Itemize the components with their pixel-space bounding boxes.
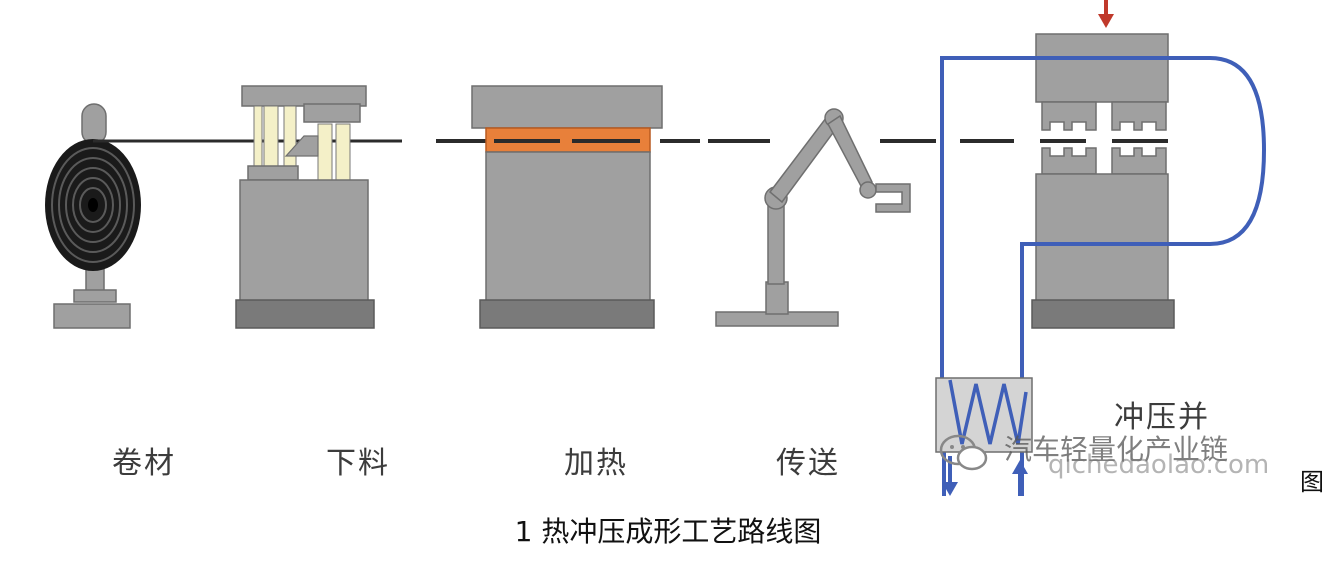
figure-caption: 1 热冲压成形工艺路线图 bbox=[514, 515, 822, 548]
stamping-press bbox=[1031, 33, 1175, 329]
watermark-name: 汽车轻量化产业链 bbox=[1004, 433, 1229, 466]
wechat-icon bbox=[939, 434, 988, 471]
heating-furnace bbox=[471, 85, 663, 329]
cooling-water-pipe bbox=[940, 56, 1267, 496]
label-blanking: 下料 bbox=[326, 446, 390, 481]
label-coil: 卷材 bbox=[112, 446, 176, 481]
label-stamping: 冲压并 bbox=[1114, 400, 1210, 435]
caption-prefix: 图 bbox=[1300, 468, 1324, 496]
watermark-site: qichedaolao.com bbox=[1048, 450, 1270, 480]
press-force-arrow bbox=[1098, 0, 1114, 28]
coil-unit bbox=[45, 103, 141, 329]
label-transfer: 传送 bbox=[776, 446, 840, 481]
cooling-tank bbox=[935, 377, 1033, 453]
watermark: 汽车轻量化产业链 qichedaolao.com bbox=[938, 428, 1298, 488]
coil-roll bbox=[45, 139, 141, 271]
water-in-arrow bbox=[1012, 460, 1028, 496]
blanking-press bbox=[235, 85, 375, 329]
transfer-robot bbox=[715, 108, 911, 327]
water-out-arrow bbox=[942, 456, 958, 496]
label-heating: 加热 bbox=[564, 446, 628, 481]
